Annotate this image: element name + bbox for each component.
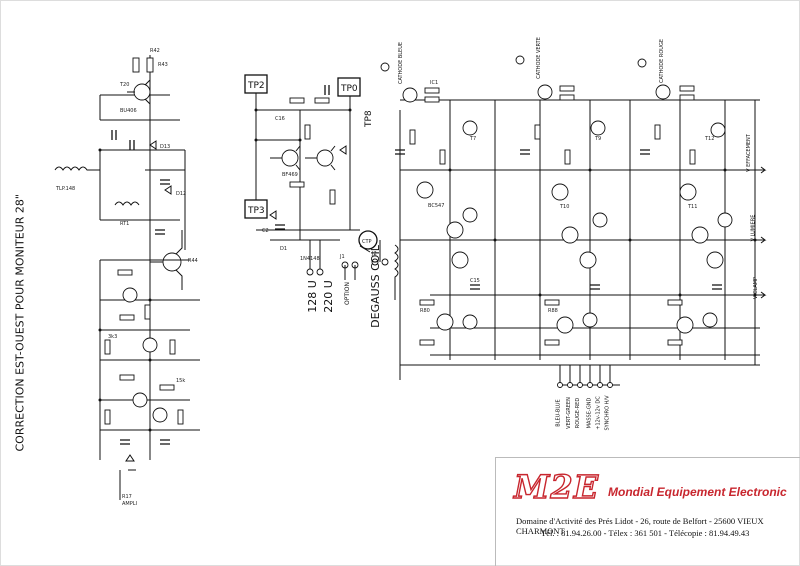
tp2-label: TP2	[247, 81, 265, 91]
connector-green: VERT-GREEN	[565, 397, 572, 429]
ew-correction-circuit: R42 R43 T20 BU406 D13 D12 TLP.148 RT1 R4…	[54, 48, 200, 507]
company-name: Mondial Equipement Electronic	[608, 485, 787, 499]
label-d12: D12	[176, 191, 186, 197]
degauss-coil-label: DEGAUSS COIL	[368, 245, 382, 328]
connector-sync: SYNCHRO H/V	[604, 395, 611, 431]
label-r88: R88	[548, 308, 558, 314]
label-t10: T10	[559, 204, 569, 210]
connector-12v: +12v-12v DC	[595, 396, 602, 430]
ctp-label: CTP	[362, 239, 372, 245]
label-j2: J1	[339, 254, 345, 260]
tp8-label: TP8	[364, 110, 374, 128]
company-footer: M2E Mondial Equipement Electronic Domain…	[495, 457, 800, 566]
label-vertical: AMPLI	[122, 501, 137, 507]
label-t11: T11	[687, 204, 697, 210]
board-title: CORRECTION EST-OUEST POUR MONITEUR 28"	[13, 194, 27, 452]
label-r80: R80	[420, 308, 430, 314]
company-address: Domaine d'Activité des Prés Lidot - 26, …	[516, 516, 764, 536]
power-degauss-circuit: TP2 TP0 TP3 CTP 1N4148 J1 J2 C16 BF469 C…	[244, 74, 399, 300]
label-t7: T7	[469, 136, 476, 142]
connector-blue: BLEU-BLUE	[555, 399, 562, 427]
label-r42: R42	[150, 48, 160, 54]
label-r44: R44	[188, 258, 198, 264]
label-bf469: C16	[275, 116, 285, 122]
label-j3: J2	[371, 251, 377, 257]
tp3-label: TP3	[247, 206, 265, 216]
tp0-label: TP0	[340, 84, 358, 94]
cathode-red-label: CATHODE ROUGE	[658, 39, 665, 83]
connector-red: ROUGE-RED	[575, 397, 582, 429]
output-lumiere: V LUMIERE	[750, 214, 757, 242]
label-1n4148: D1	[280, 246, 287, 252]
label-bu406: BU406	[120, 108, 137, 114]
label-rt1: RT1	[120, 221, 129, 227]
video-amplifier-circuit: TP8	[364, 55, 767, 388]
label-tlp: TLP.148	[55, 186, 75, 192]
label-r4: BF469	[282, 172, 298, 178]
label-ampli: R17	[122, 494, 132, 500]
label-d13: D13	[160, 144, 170, 150]
label-t8: IC1	[430, 80, 438, 86]
company-contact: Tél. : 81.94.26.00 - Télex : 361 501 - T…	[541, 528, 750, 538]
label-3k3: 3k3	[108, 334, 117, 340]
option-label: OPTION	[344, 282, 351, 305]
cathode-blue-label: CATHODE BLEUE	[398, 41, 405, 85]
voltage-128: 128 U	[305, 280, 319, 313]
cathode-green-label: CATHODE VERTE	[535, 37, 542, 79]
label-j1: 1N4148	[300, 256, 320, 262]
label-t9: T9	[594, 136, 601, 142]
output-clamp: V CLAMP	[753, 276, 760, 300]
m2e-logo: M2E	[513, 467, 600, 506]
label-15k: 15k	[176, 378, 185, 384]
label-r43: R43	[158, 62, 168, 68]
label-t12: T12	[704, 136, 714, 142]
output-effacement: V EFFACEMENT	[745, 134, 752, 172]
connector-gnd: MASSE-GND	[586, 397, 593, 429]
voltage-220: 220 U	[321, 280, 335, 313]
label-d1: C2	[262, 228, 269, 234]
label-c15: C15	[470, 278, 480, 284]
label-t20: T20	[119, 82, 129, 88]
label-bc547: BC547	[428, 203, 444, 209]
